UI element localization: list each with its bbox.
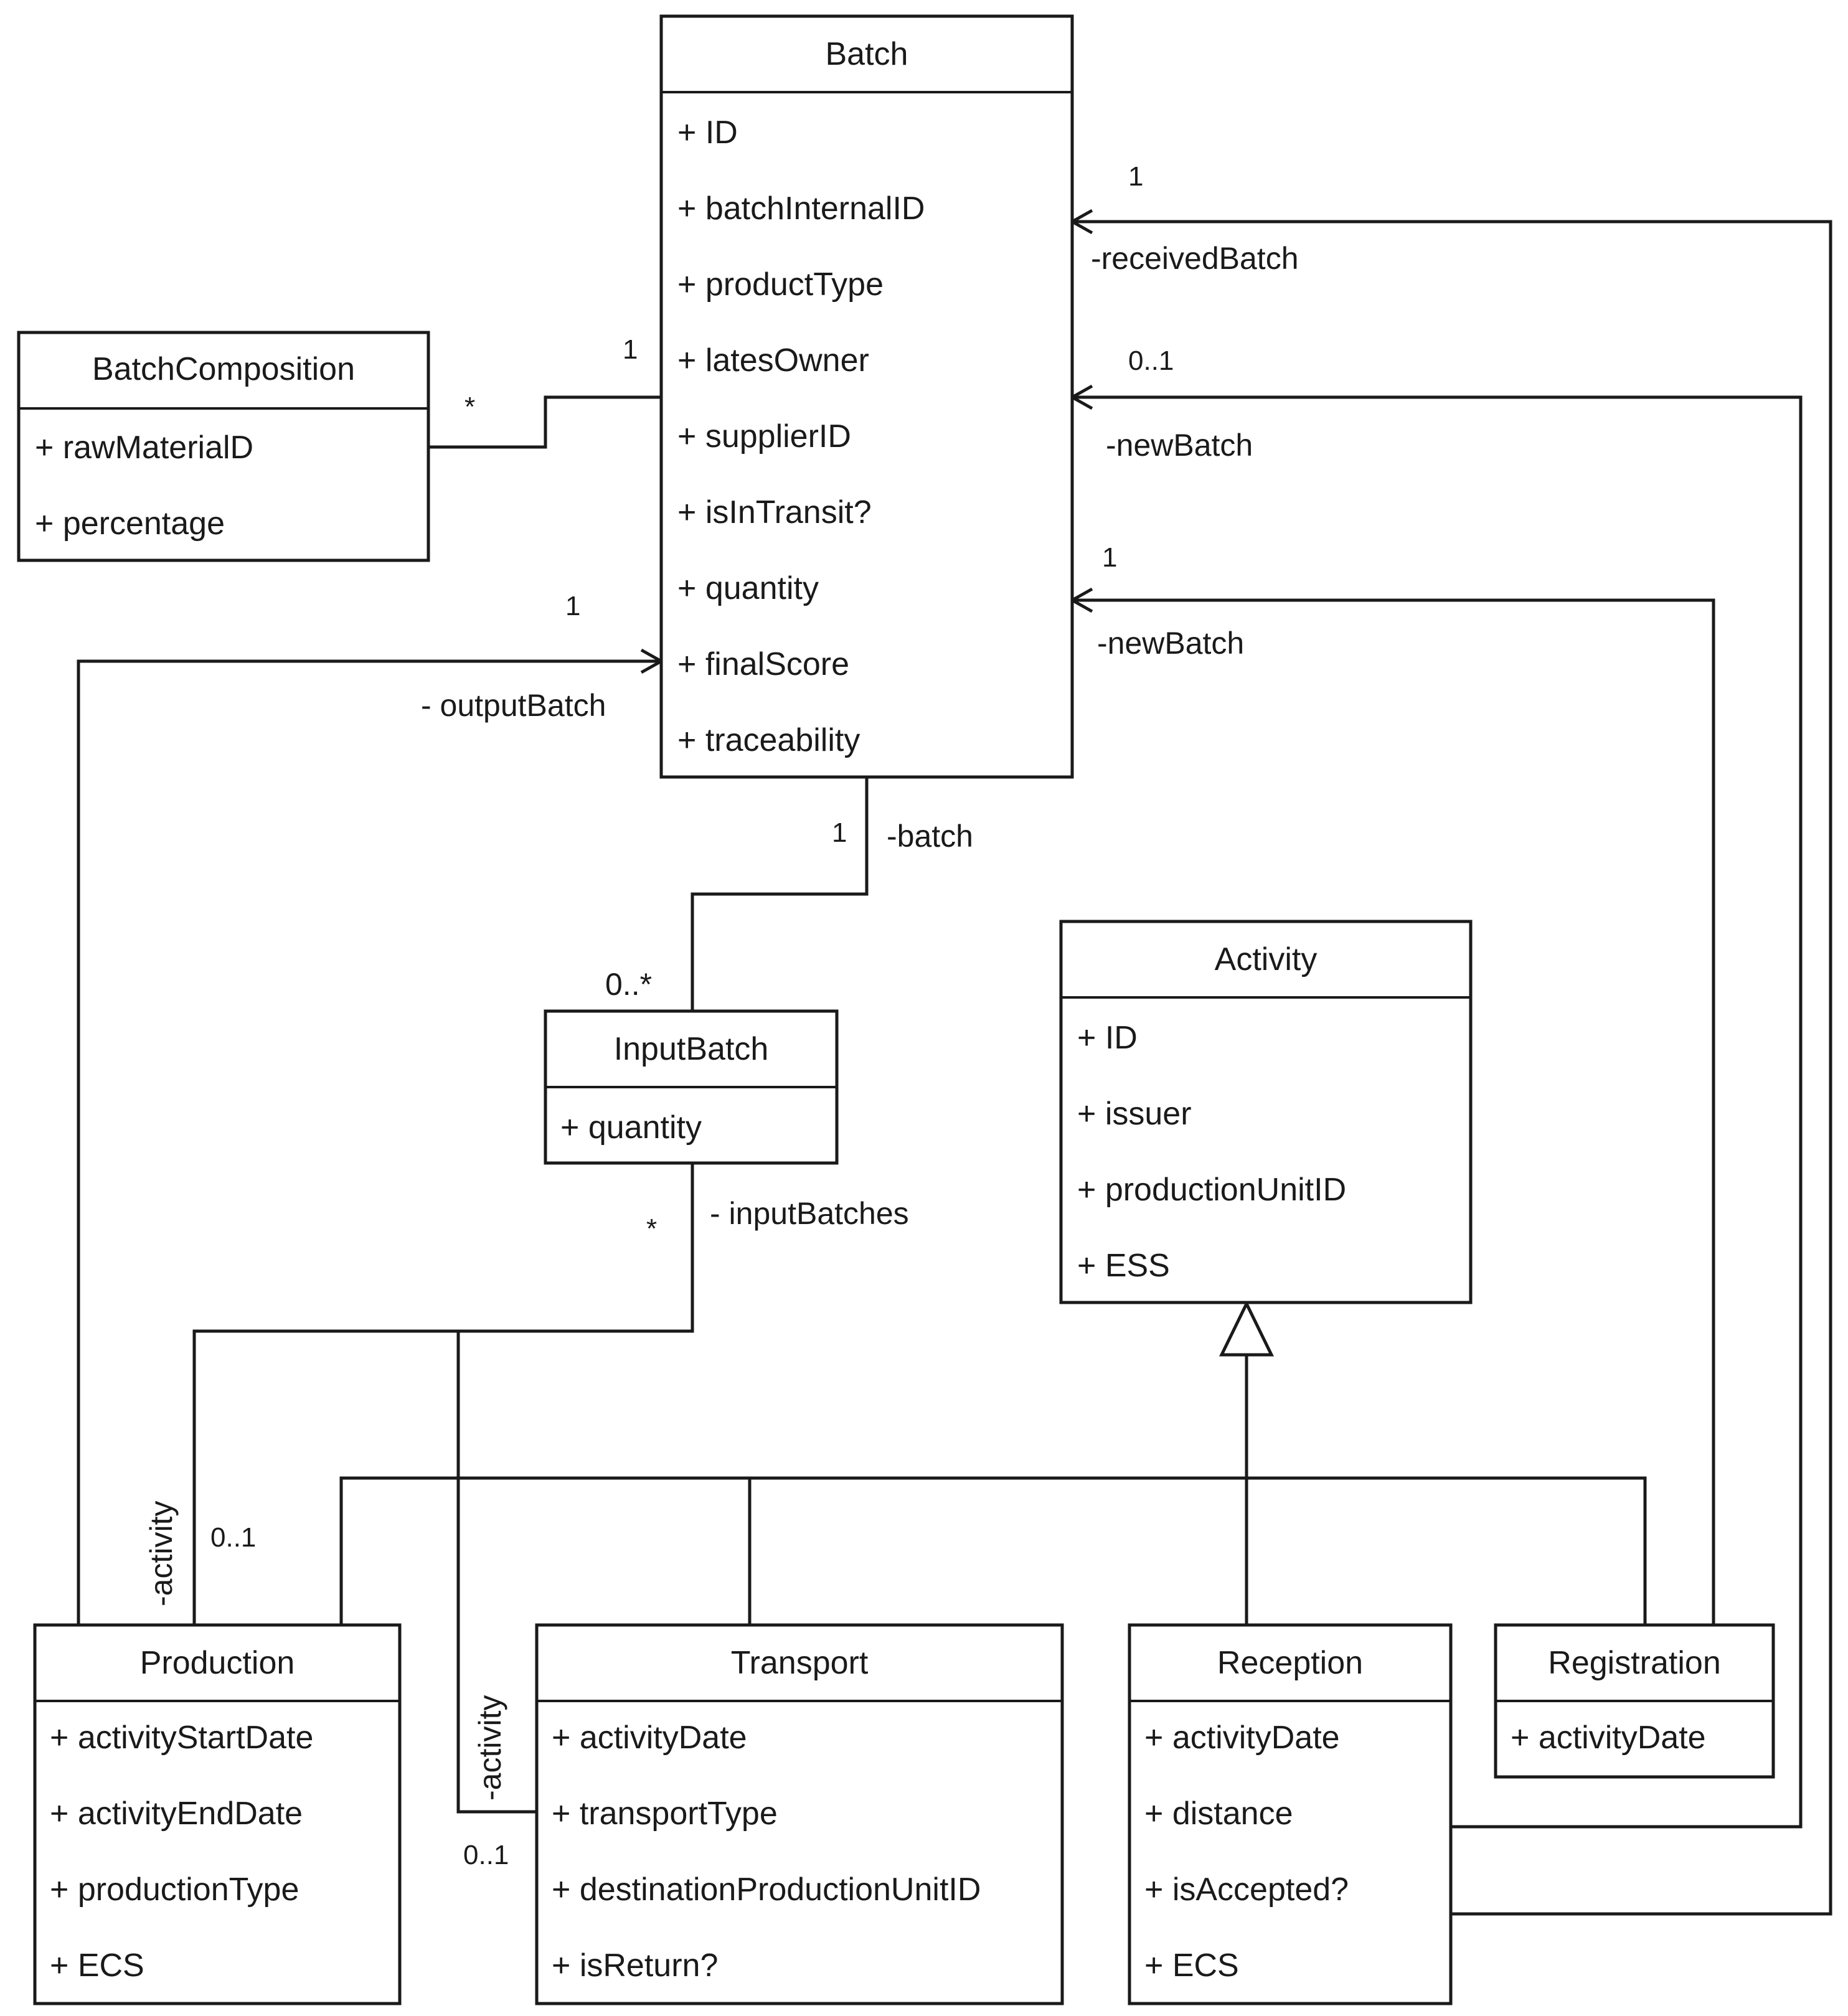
batch-attr: + supplierID [677,418,851,455]
registration-new-batch-connector [1072,598,1715,1625]
output-batch-connector [77,659,661,1625]
composition-multiplicity: * [464,392,475,422]
transport-attr: + transportType [552,1796,778,1832]
generalization-bus [339,1476,1647,1625]
production-attr: + productionType [50,1872,299,1908]
class-activity-title: Activity [1215,941,1318,977]
class-input-batch-title: InputBatch [614,1031,769,1067]
class-batch-composition[interactable]: BatchComposition + rawMaterialD + percen… [17,331,430,562]
input-batches-multiplicity: * [646,1213,657,1244]
composition-batch-multiplicity: 1 [623,334,638,365]
input-batches-connector [192,1163,694,1625]
input-batch-multiplicity: 0..* [605,967,652,1002]
activity-attr: + productionUnitID [1077,1172,1346,1208]
batch-attr: + batchInternalID [677,191,925,227]
reception-attr: + activityDate [1144,1720,1340,1756]
transport-attr: + activityDate [552,1720,747,1756]
batch-attr: + latesOwner [677,342,869,379]
association-labels: 1 * 1 -receivedBatch 0..1 -newBatch 1 -n… [144,161,1299,1870]
class-batch-composition-title: BatchComposition [92,351,355,387]
input-batch-batch-multiplicity: 1 [832,817,847,848]
registration-new-batch-role: -newBatch [1097,626,1244,661]
batch-attr: + traceability [677,722,860,758]
received-batch-multiplicity: 1 [1128,161,1143,192]
class-registration-title: Registration [1548,1645,1720,1681]
transport-attr: + isReturn? [552,1948,718,1984]
class-reception[interactable]: Reception + activityDate + distance + is… [1128,1623,1453,2005]
production-attr: + activityStartDate [50,1720,313,1756]
batch-attr: + productType [677,266,884,303]
generalization-triangle [1219,1300,1275,1357]
registration-attr: + activityDate [1511,1720,1706,1756]
received-batch-connector [1072,220,1832,1916]
connectors [77,209,1832,1916]
class-activity[interactable]: Activity + ID + issuer + productionUnitI… [1059,920,1473,1304]
batch-attr: + ID [677,115,738,151]
reception-new-batch-connector [1072,395,1803,1829]
received-batch-role: -receivedBatch [1091,241,1299,276]
activity-attr: + ID [1077,1020,1138,1056]
class-registration[interactable]: Registration + activityDate [1494,1623,1775,1779]
batch-attr: + finalScore [677,646,849,682]
transport-activity-multiplicity: 0..1 [463,1840,509,1870]
reception-new-batch-multiplicity: 0..1 [1128,346,1174,376]
input-batch-batch-connector [691,777,869,1011]
input-batch-attr: + quantity [560,1109,702,1146]
class-batch-title: Batch [826,36,908,72]
class-transport[interactable]: Transport + activityDate + transportType… [535,1623,1064,2005]
output-batch-multiplicity: 1 [565,591,580,621]
batch-attr: + quantity [677,570,819,606]
production-activity-multiplicity: 0..1 [210,1522,256,1553]
class-input-batch[interactable]: InputBatch + quantity [544,1009,839,1165]
reception-attr: + ECS [1144,1948,1239,1984]
input-batches-role: - inputBatches [710,1196,909,1231]
reception-attr: + distance [1144,1796,1293,1832]
activity-attr: + issuer [1077,1096,1192,1132]
transport-attr: + destinationProductionUnitID [552,1872,981,1908]
composition-connector [428,395,661,449]
registration-new-batch-multiplicity: 1 [1102,542,1117,573]
output-batch-role: - outputBatch [421,688,606,723]
transport-activity-connector [456,1331,537,1814]
reception-new-batch-role: -newBatch [1106,428,1253,463]
batch-attr: + isInTransit? [677,494,872,530]
class-batch[interactable]: Batch + ID + batchInternalID + productTy… [659,14,1074,779]
class-production-title: Production [140,1645,295,1681]
class-reception-title: Reception [1217,1645,1363,1681]
class-production[interactable]: Production + activityStartDate + activit… [33,1623,402,2005]
transport-activity-role: -activity [473,1695,507,1801]
input-batch-batch-role: -batch [887,819,973,854]
activity-attr: + ESS [1077,1248,1170,1284]
batch-composition-attr: + percentage [35,506,225,542]
class-transport-title: Transport [731,1645,869,1681]
production-attr: + activityEndDate [50,1796,303,1832]
batch-composition-attr: + rawMaterialD [35,430,253,466]
production-activity-role: -activity [144,1501,179,1606]
production-attr: + ECS [50,1948,144,1984]
reception-attr: + isAccepted? [1144,1872,1349,1908]
